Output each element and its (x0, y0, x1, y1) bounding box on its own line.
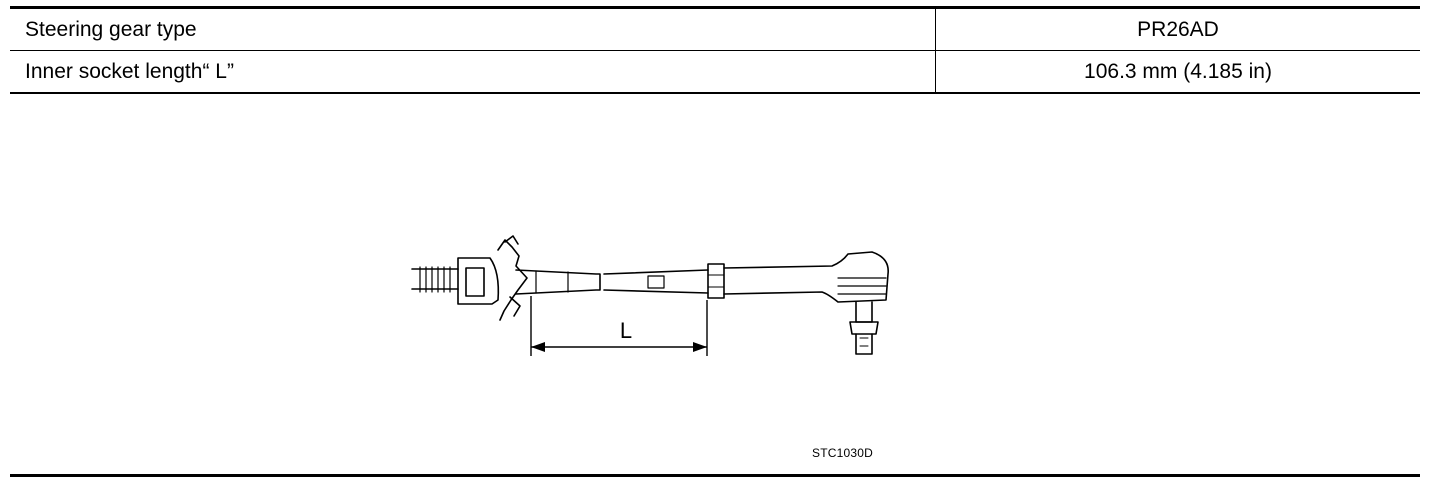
dimension-label-l: L (620, 318, 632, 343)
table-row: Steering gear type PR26AD (10, 7, 1420, 51)
steering-gear-type-value: PR26AD (1137, 17, 1219, 41)
inner-socket-length-label: Inner socket length“ L” (10, 50, 936, 93)
figure-caption: STC1030D (812, 446, 873, 460)
bottom-rule (10, 474, 1420, 477)
steering-gear-type-label: Steering gear type (10, 7, 936, 51)
table-row: Inner socket length“ L” 106.3 mm (4.185 … (10, 50, 1420, 93)
inner-socket-length-value: 106.3 mm (4.185 in) (935, 50, 1420, 93)
spec-table: Steering gear type PR26AD Inner socket l… (10, 6, 1420, 94)
